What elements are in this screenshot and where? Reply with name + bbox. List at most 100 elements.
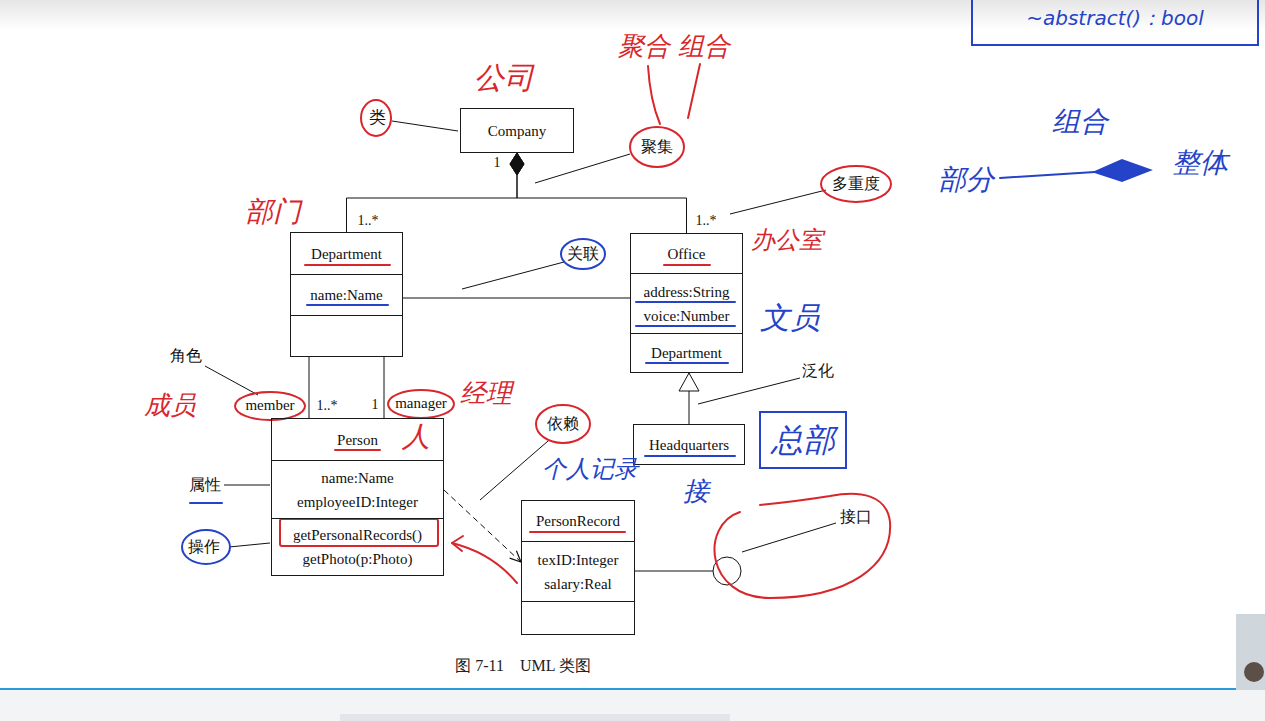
annotation-label: 1..* <box>317 398 338 414</box>
class-box: Office address:String voice:NumberDepartm… <box>630 233 743 373</box>
operation-compartment <box>522 601 634 634</box>
annotation-stroke <box>452 543 517 583</box>
annotation-stroke <box>664 264 710 266</box>
annotation-stroke <box>388 390 454 418</box>
class-box: Company <box>460 108 574 153</box>
annotation-stroke <box>205 366 258 395</box>
operation-compartment <box>291 315 402 356</box>
connector <box>403 298 630 299</box>
annotation-stroke <box>224 485 270 486</box>
annotation-stroke <box>646 362 728 364</box>
annotation-stroke <box>229 543 270 547</box>
class-name: Person <box>337 428 378 452</box>
annotation-label: 关联 <box>567 245 599 263</box>
operation-compartment: getPersonalRecords() getPhoto(p:Photo) <box>272 518 443 575</box>
class-name-compartment: Company <box>461 109 573 152</box>
annotation-stroke <box>235 392 305 420</box>
class-name: Company <box>488 119 546 143</box>
attribute-compartment: texID:Integer salary:Real <box>522 541 634 601</box>
handwritten-note: 个人记录 <box>542 456 638 484</box>
connector <box>444 490 521 562</box>
annotation-stroke <box>340 714 730 721</box>
annotation-stroke <box>648 66 660 124</box>
class-name: Office <box>667 242 705 266</box>
connector-line <box>403 298 630 299</box>
handwritten-note: 成员 <box>144 391 196 421</box>
attribute-compartment: name:Name <box>291 274 402 315</box>
attribute-list: texID:Integer salary:Real <box>538 548 619 596</box>
annotation-stroke <box>1000 172 1095 178</box>
annotation-stroke <box>535 154 630 183</box>
class-name-compartment: PersonRecord <box>522 501 634 541</box>
class-box: PersonRecord texID:Integer salary:Real <box>521 500 635 635</box>
handwritten-note: 部分 <box>938 164 994 196</box>
attribute-list: name:Name <box>310 283 382 307</box>
annotation-label: 接口 <box>840 508 872 526</box>
class-name: PersonRecord <box>536 509 620 533</box>
annotation-stroke <box>821 166 891 202</box>
class-box: Department name:Name <box>290 232 403 357</box>
annotation-stroke <box>760 412 846 468</box>
annotation-stroke <box>536 405 590 443</box>
annotation-stroke <box>392 121 458 131</box>
annotation-label: 属性 <box>189 476 221 494</box>
attribute-list: name:Name employeeID:Integer <box>297 466 418 514</box>
attribute-compartment: address:String voice:Number <box>631 273 742 333</box>
composition-diamond <box>510 153 524 175</box>
operation-list: Department <box>651 341 722 365</box>
annotation-stroke <box>636 325 735 327</box>
class-box: Headquarters <box>633 424 745 465</box>
handwritten-note: 人 <box>402 421 430 453</box>
annotation-stroke <box>0 688 1265 690</box>
annotation-stroke <box>742 523 836 552</box>
annotation-label: 类 <box>369 108 386 128</box>
handwritten-note: 公司 <box>474 61 534 96</box>
figure-caption: 图 7-11 UML 类图 <box>455 656 591 677</box>
blue-handwriting <box>182 0 1258 564</box>
annotation-label: 依赖 <box>547 415 579 433</box>
operation-compartment: Department <box>631 333 742 372</box>
connector-line <box>444 490 521 562</box>
attribute-compartment: name:Name employeeID:Integer <box>272 460 443 518</box>
connector <box>384 357 385 418</box>
annotation-stroke <box>335 449 380 451</box>
handwritten-note: 整体 <box>1172 147 1228 179</box>
annotation-stroke <box>361 100 391 136</box>
class-name-compartment: Headquarters <box>634 425 744 464</box>
annotation-stroke <box>480 441 548 500</box>
handwritten-note: 组合 <box>1052 106 1108 138</box>
annotation-label: 1..* <box>696 213 717 229</box>
annotation-label: 角色 <box>170 347 202 365</box>
connector <box>347 153 525 232</box>
class-name-compartment: Department <box>291 233 402 274</box>
annotation-stroke <box>1236 614 1265 690</box>
generalization-triangle <box>679 373 699 391</box>
annotation-stroke <box>972 0 1258 45</box>
handwritten-note: 组合 <box>678 32 730 62</box>
annotation-stroke <box>730 190 826 214</box>
class-name: Headquarters <box>649 433 729 457</box>
connector-line <box>309 357 310 418</box>
annotation-stroke <box>698 378 800 404</box>
connector-line <box>347 153 518 232</box>
connector <box>510 153 687 233</box>
annotation-stroke <box>1244 662 1264 682</box>
composition-diamond <box>510 153 524 175</box>
annotation-stroke <box>452 536 463 551</box>
annotation-stroke <box>0 0 1265 30</box>
connector <box>309 357 310 418</box>
annotation-stroke <box>182 530 230 564</box>
handwritten-note: 接 <box>683 477 709 507</box>
annotation-stroke <box>1095 160 1150 181</box>
annotation-stroke <box>561 239 605 269</box>
annotation-label: 聚集 <box>641 138 673 156</box>
connector-line <box>384 357 385 418</box>
annotation-stroke <box>645 455 735 457</box>
class-name-compartment: Office <box>631 234 742 273</box>
annotation-label: 操作 <box>188 538 220 556</box>
annotation-label: 1 <box>372 397 379 413</box>
annotation-stroke <box>630 127 684 167</box>
annotation-label: manager <box>395 395 447 412</box>
